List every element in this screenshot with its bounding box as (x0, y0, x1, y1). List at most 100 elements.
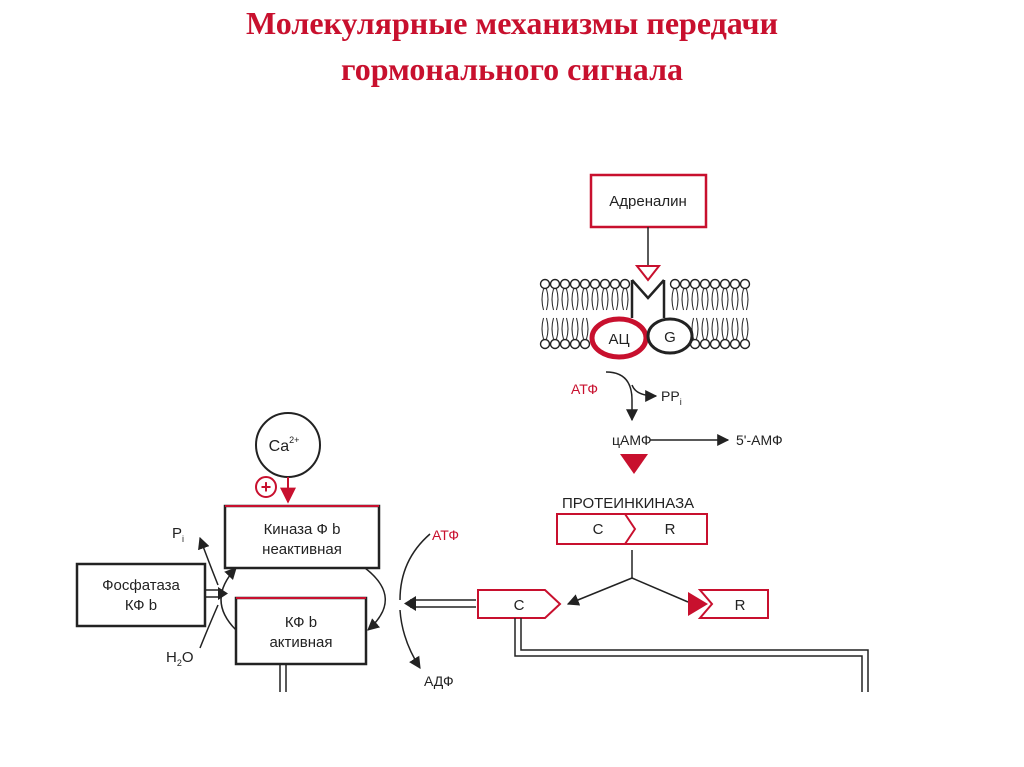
r-subunit-label: R (665, 521, 676, 538)
kf-line2: активная (269, 634, 332, 651)
lipid-head (569, 278, 581, 290)
lipid-tail (731, 317, 739, 340)
lipid-tail (731, 288, 739, 311)
h2o-label: H2O (166, 649, 194, 668)
atp-top-label: АТФ (571, 381, 598, 397)
lipid-head (579, 278, 591, 290)
lipid-head (599, 278, 611, 290)
atp-mid-label: АТФ (432, 527, 459, 543)
lipid-tail (701, 317, 709, 340)
kf-active-box: КФ b активная (234, 596, 368, 666)
lipid-head (609, 278, 621, 290)
plus-circle (255, 476, 277, 498)
lipid-tail (571, 317, 579, 340)
phosphatase-line2: КФ b (125, 597, 157, 614)
lipid-tail (741, 317, 749, 340)
lipid-head (559, 338, 571, 350)
g-protein: G (646, 317, 694, 355)
lipid-head (729, 278, 741, 290)
g-label: G (664, 329, 676, 346)
adrenalin-label: Адреналин (609, 193, 686, 210)
r-arrowhead (688, 592, 708, 616)
lipid-tail (601, 288, 609, 311)
free-r-subunit: R (697, 589, 769, 619)
lipid-head (729, 338, 741, 350)
r-free-label: R (735, 597, 746, 614)
lipid-head (689, 278, 701, 290)
lipid-head (579, 338, 591, 350)
lipid-head (709, 338, 721, 350)
ac-label: АЦ (608, 331, 629, 348)
protein-kinase-complex: C R (556, 513, 708, 545)
adenylate-cyclase: АЦ (589, 316, 649, 360)
lipid-tail (561, 288, 569, 311)
pi-release-arrow (198, 536, 219, 586)
lipid-tail (691, 288, 699, 311)
lipid-tail (721, 317, 729, 340)
lipid-head (569, 338, 581, 350)
split-to-c-arrow (566, 577, 633, 606)
lipid-tail (611, 288, 619, 311)
lipid-head (539, 278, 551, 290)
atp-to-camp-arrow (605, 371, 638, 422)
adp-release-arrow (399, 609, 421, 670)
dephosphorylation-arc (220, 567, 237, 631)
kinase-inactive-box: Киназа Ф b неактивная (223, 504, 381, 570)
proteinkinase-label: ПРОТЕИНКИНАЗА (562, 495, 694, 512)
c-free-label: C (514, 597, 525, 614)
lipid-head (589, 278, 601, 290)
kinase-line2: неактивная (262, 541, 342, 558)
kinase-line1: Киназа Ф b (264, 521, 341, 538)
lipid-tail (561, 317, 569, 340)
receptor-arrowhead (634, 265, 662, 282)
lipid-head (619, 278, 631, 290)
lipid-tail (571, 288, 579, 311)
ppi-label: PPi (661, 388, 682, 407)
lipid-tail (541, 317, 549, 340)
lipid-tail (581, 317, 589, 340)
c-pathway-line (514, 618, 869, 692)
lipid-tail (711, 317, 719, 340)
lipid-head (719, 338, 731, 350)
ppi-arrow (631, 384, 658, 402)
lipid-head (679, 278, 691, 290)
lipid-tail (711, 288, 719, 311)
phosphatase-box: Фосфатаза КФ b (75, 562, 207, 628)
calcium-node: Ca2+ (255, 412, 321, 478)
lipid-tail (551, 288, 559, 311)
lipid-head (549, 338, 561, 350)
lipid-head (539, 338, 551, 350)
lipid-tail (541, 288, 549, 311)
kf-output-line (279, 664, 287, 692)
membrane-bilayer (539, 278, 751, 350)
h2o-input-arrow (199, 604, 219, 649)
lipid-head (549, 278, 561, 290)
lipid-tail (621, 288, 629, 311)
receptor (630, 279, 666, 318)
split-to-r-arrow (631, 577, 689, 603)
lipid-tail (591, 288, 599, 311)
pi-label: Pi (172, 525, 184, 544)
lipid-tail (551, 317, 559, 340)
lipid-tail (681, 288, 689, 311)
lipid-head (559, 278, 571, 290)
lipid-head (739, 338, 751, 350)
lipid-tail (721, 288, 729, 311)
lipid-head (739, 278, 751, 290)
adrenalin-box: Адреналин (589, 173, 708, 229)
lipid-head (699, 338, 711, 350)
atp-input-arrow (399, 533, 431, 601)
title-line-2: гормонального сигнала (340, 51, 684, 87)
camp-label: цАМФ (612, 432, 652, 448)
free-c-subunit: C (477, 589, 562, 619)
lipid-tail (671, 288, 679, 311)
ca-label: Ca2+ (269, 435, 300, 455)
phosphorylation-arc (364, 567, 386, 631)
lipid-head (709, 278, 721, 290)
kf-line1: КФ b (285, 614, 317, 631)
c-subunit-label: C (593, 521, 604, 538)
lipid-head (669, 278, 681, 290)
title-line-1: Молекулярные механизмы передачи (246, 5, 778, 41)
lipid-head (719, 278, 731, 290)
